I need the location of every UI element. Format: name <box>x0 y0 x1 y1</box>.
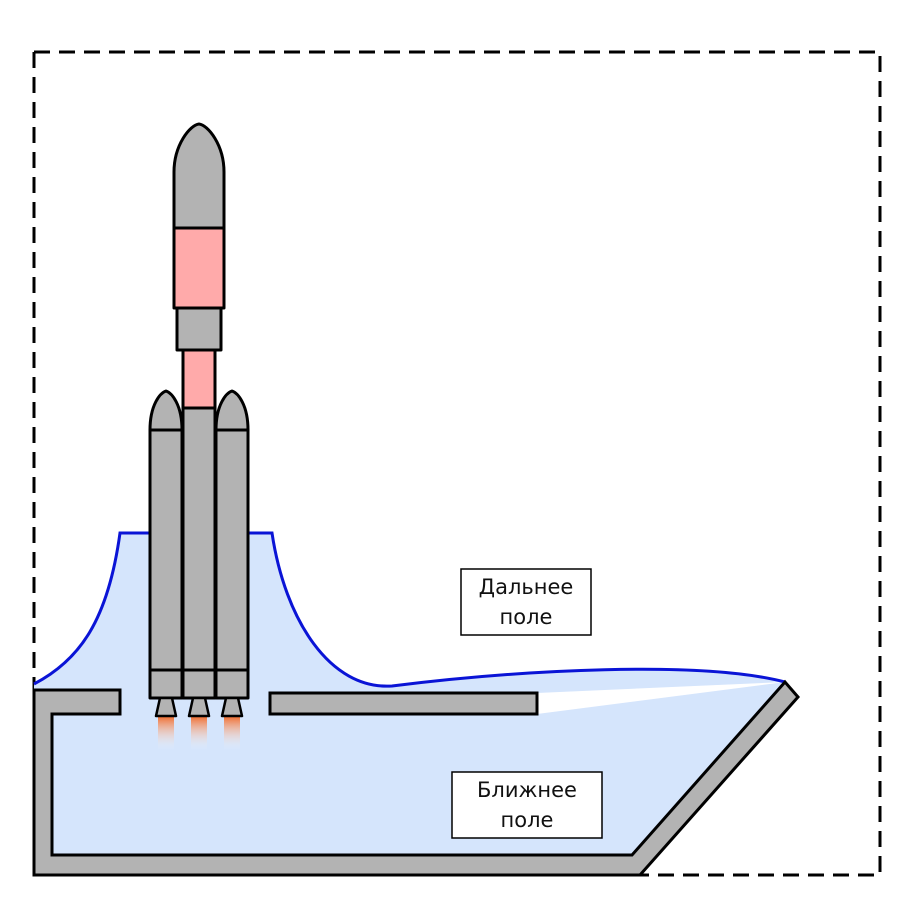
center-engine-nozzle <box>187 696 211 718</box>
left-booster-skirt <box>148 668 184 700</box>
near-field-label-line2: поле <box>501 808 554 832</box>
right-engine-nozzle <box>220 696 244 718</box>
exhaust-left <box>158 716 174 750</box>
pad-left-structure <box>32 679 800 877</box>
left-engine-nozzle <box>154 696 178 718</box>
rocket <box>148 122 250 718</box>
right-booster-skirt <box>214 668 250 700</box>
fairing <box>172 122 226 230</box>
exhaust-center <box>191 716 207 750</box>
far-field-label-line2: поле <box>500 605 553 629</box>
upper-stage-payload <box>172 226 226 310</box>
right-booster-nose <box>214 389 250 432</box>
core-skirt <box>181 668 217 700</box>
right-booster-body <box>214 428 250 672</box>
far-field-label-line1: Дальнее <box>479 575 574 599</box>
core-body <box>181 406 217 672</box>
acoustic-field-cloud <box>34 533 785 714</box>
pad-right-deck <box>268 691 539 716</box>
far-field-label: Дальнее поле <box>460 568 592 636</box>
near-field-label-box <box>451 771 603 839</box>
core-interstage <box>181 348 217 410</box>
upper-stage-lower <box>175 306 223 352</box>
far-field-label-box <box>460 568 592 636</box>
near-field-label: Ближнее поле <box>451 771 603 839</box>
left-booster-nose <box>148 389 184 432</box>
acoustic-field-outline <box>33 531 786 688</box>
near-field-label-line1: Ближнее <box>477 778 577 802</box>
outer-boundary-dashed <box>34 50 882 877</box>
left-booster-body <box>148 428 184 672</box>
exhaust-right <box>224 716 240 750</box>
